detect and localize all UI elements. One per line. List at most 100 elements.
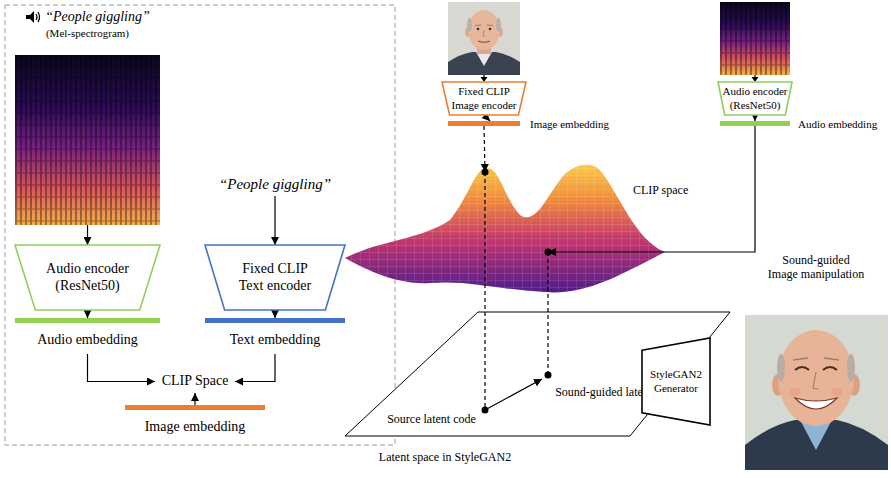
spectrogram-small bbox=[720, 2, 790, 75]
hair bbox=[777, 354, 785, 382]
node-label: StyleGAN2 Generator bbox=[645, 368, 707, 394]
connector-arrow bbox=[235, 354, 275, 382]
brows bbox=[793, 358, 839, 360]
label-box: Text embedding bbox=[205, 331, 345, 349]
photo-background bbox=[448, 2, 520, 75]
surface-fill bbox=[345, 165, 665, 293]
trapezoid-shape bbox=[718, 82, 792, 115]
jacket bbox=[745, 420, 888, 470]
caption-row: “People giggling” bbox=[15, 8, 160, 26]
embedding-point bbox=[545, 249, 552, 256]
output-image: Sound-guided Image manipulation bbox=[745, 250, 888, 472]
ear bbox=[848, 374, 860, 396]
ear bbox=[497, 27, 503, 37]
connector-arrow bbox=[485, 379, 542, 410]
latent-plane bbox=[345, 312, 730, 436]
label-box: Sound-guided Image manipulation bbox=[766, 253, 866, 282]
node-label: Fixed CLIP Text encoder bbox=[229, 261, 321, 295]
arrow-line bbox=[754, 75, 755, 78]
label-box: Image embedding bbox=[125, 418, 265, 436]
embedding-bar: Text embedding bbox=[205, 318, 345, 354]
label-box: Image embedding bbox=[530, 116, 609, 132]
trapezoid-shape bbox=[205, 245, 345, 310]
node-label: Audio encoder (ResNet50) bbox=[32, 261, 144, 295]
connector-arrow bbox=[484, 126, 485, 172]
cheek bbox=[789, 388, 801, 396]
encoder-trapezoid: Audio encoder (ResNet50) bbox=[718, 82, 792, 115]
hair bbox=[496, 18, 501, 32]
spectrogram-input: “People giggling”(Mel-spectrogram) bbox=[15, 8, 160, 225]
embedding-bar: Image embedding bbox=[125, 405, 265, 439]
label-box: Audio encoder (ResNet50) bbox=[720, 85, 790, 111]
closed-eyes bbox=[795, 367, 837, 370]
encoder-trapezoid: Fixed CLIP Text encoder bbox=[205, 245, 345, 310]
embedding-bar: Audio embedding bbox=[15, 318, 160, 354]
input-arrow bbox=[752, 75, 759, 82]
label-box: Audio embedding bbox=[798, 116, 877, 132]
photo-background bbox=[745, 315, 888, 470]
latent-code-label: Source latent code bbox=[385, 404, 478, 434]
trapezoid-shape bbox=[642, 338, 710, 425]
embedding-swatch bbox=[720, 121, 790, 126]
output-face-photo bbox=[745, 315, 888, 470]
input-face-photo bbox=[448, 2, 520, 75]
node-label: Fixed CLIP Image encoder bbox=[448, 85, 520, 111]
spectrogram bbox=[15, 55, 160, 225]
embedding-swatch bbox=[15, 318, 160, 323]
speaker-body bbox=[26, 11, 34, 23]
nose bbox=[813, 372, 818, 389]
node-label: Source latent code bbox=[387, 412, 476, 426]
label-box: Audio embedding bbox=[15, 331, 160, 349]
ear bbox=[465, 27, 471, 37]
connector-arrow bbox=[87, 310, 88, 318]
label-box: Audio encoder (ResNet50) bbox=[32, 261, 144, 295]
hair bbox=[467, 18, 472, 32]
node-label: Image embedding bbox=[530, 116, 609, 132]
connector-arrow bbox=[274, 310, 275, 318]
head bbox=[778, 330, 854, 426]
text-prompt: “People giggling” bbox=[205, 172, 345, 196]
trapezoid-shape bbox=[15, 245, 160, 310]
eye bbox=[489, 28, 492, 31]
connector-arrow bbox=[87, 225, 88, 245]
smile bbox=[795, 398, 837, 409]
label-box: Latent space in StyleGAN2 bbox=[360, 450, 530, 464]
node-label: Text embedding bbox=[205, 331, 345, 349]
spectrogram-image bbox=[15, 55, 160, 225]
sound-caption: “People giggling” bbox=[45, 8, 150, 26]
node-label: Audio encoder (ResNet50) bbox=[720, 85, 790, 111]
node-label: Image embedding bbox=[125, 418, 265, 436]
nose bbox=[483, 30, 485, 36]
connector-arrow bbox=[274, 196, 275, 245]
hair bbox=[847, 354, 855, 382]
embedding-swatch bbox=[125, 405, 265, 410]
embedding-swatch bbox=[448, 121, 520, 126]
clip-surface bbox=[345, 160, 665, 295]
latent-point bbox=[482, 407, 489, 414]
trapezoid-shape bbox=[442, 82, 526, 115]
embedding-bar: Image embedding bbox=[448, 116, 618, 132]
shirt bbox=[476, 52, 492, 66]
surface-mesh bbox=[345, 160, 665, 295]
space-label: CLIP Space bbox=[155, 370, 235, 393]
sound-waves bbox=[36, 12, 40, 22]
shirt bbox=[800, 420, 832, 450]
clip-space-region: CLIP space bbox=[345, 135, 695, 295]
generator-trapezoid: StyleGAN2 Generator bbox=[642, 338, 710, 425]
node-label: Latent space in StyleGAN2 bbox=[360, 450, 530, 464]
embedding-swatch bbox=[205, 318, 345, 323]
spectrogram-image bbox=[720, 2, 790, 75]
arrow-line bbox=[483, 75, 484, 78]
label-box: CLIP Space bbox=[162, 373, 229, 390]
connector-arrow bbox=[548, 126, 755, 252]
encoder-trapezoid: Fixed CLIP Image encoder bbox=[442, 82, 526, 115]
brows bbox=[475, 25, 493, 27]
label-box: Fixed CLIP Image encoder bbox=[448, 85, 520, 111]
speaker-icon bbox=[25, 10, 41, 24]
node-label: Audio embedding bbox=[798, 116, 877, 132]
neck bbox=[477, 44, 491, 54]
mouth bbox=[478, 41, 490, 42]
latent-point bbox=[545, 372, 552, 379]
jacket bbox=[448, 52, 520, 75]
node-label: “People giggling” bbox=[219, 175, 331, 193]
